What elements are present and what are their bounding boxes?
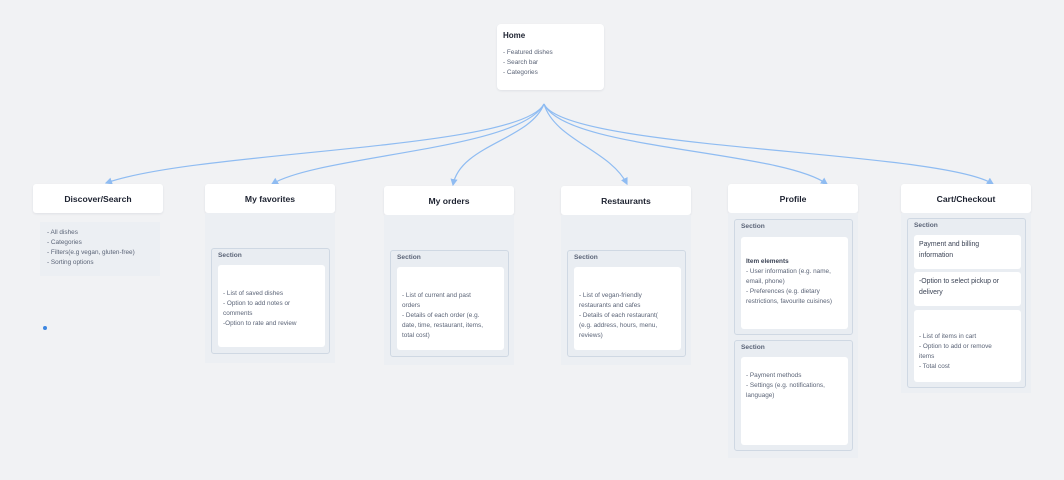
content-line: language) xyxy=(746,392,775,399)
edge-home-orders xyxy=(450,103,545,187)
orders-header[interactable]: My orders xyxy=(384,186,514,215)
content-line: total cost) xyxy=(402,332,430,339)
restaurants-content: - List of vegan-friendly restaurants and… xyxy=(574,267,681,350)
edge-home-profile xyxy=(543,103,828,185)
content-line: - Option to add or remove xyxy=(919,343,992,350)
section-label: Section xyxy=(914,222,938,229)
section-label: Section xyxy=(741,344,765,351)
discover-item: - Categories xyxy=(47,239,82,246)
cart-box-delivery: -Option to select pickup or delivery xyxy=(914,272,1021,306)
content-line: email, phone) xyxy=(746,278,785,285)
home-card[interactable]: Home - Featured dishes - Search bar - Ca… xyxy=(497,24,604,90)
content-line: (e.g. address, hours, menu, xyxy=(579,322,658,329)
section-label: Section xyxy=(397,254,421,261)
content-line: delivery xyxy=(919,289,943,296)
home-item: - Categories xyxy=(503,69,538,76)
profile-header[interactable]: Profile xyxy=(728,184,858,213)
profile-content-2: - Payment methods - Settings (e.g. notif… xyxy=(741,357,848,445)
orders-section: Section - List of current and past order… xyxy=(390,250,509,357)
content-line: information xyxy=(919,252,954,259)
content-line: reviews) xyxy=(579,332,603,339)
discover-item: - Sorting options xyxy=(47,259,94,266)
home-title: Home xyxy=(503,31,526,40)
content-line: - Details of each restaurant( xyxy=(579,312,658,319)
home-item: - Search bar xyxy=(503,59,539,66)
favorites-header[interactable]: My favorites xyxy=(205,184,335,213)
discover-panel xyxy=(40,222,160,276)
content-line: date, time, restaurant, items, xyxy=(402,322,483,329)
cart-section: Section Payment and billing information … xyxy=(907,218,1026,388)
profile-section-2: Section - Payment methods - Settings (e.… xyxy=(734,340,853,451)
edge-home-cart xyxy=(543,103,995,185)
section-label: Section xyxy=(218,252,242,259)
content-line: -Option to rate and review xyxy=(223,320,297,327)
section-label: Section xyxy=(574,254,598,261)
cart-box-items: - List of items in cart - Option to add … xyxy=(914,310,1021,382)
content-line: - List of items in cart xyxy=(919,333,977,340)
home-item: - Featured dishes xyxy=(503,49,553,56)
content-line: - Preferences (e.g. dietary xyxy=(746,288,820,295)
discover-header[interactable]: Discover/Search xyxy=(33,184,163,213)
section-label: Section xyxy=(741,223,765,230)
edge-home-restaurants xyxy=(543,103,628,186)
content-line: - Option to add notes or xyxy=(223,300,291,307)
content-line: Payment and billing xyxy=(919,241,980,248)
content-line: - User information (e.g. name, xyxy=(746,268,831,275)
profile-content-1: Item elements - User information (e.g. n… xyxy=(741,237,848,329)
content-line: - Total cost xyxy=(919,363,950,370)
content-line: orders xyxy=(402,302,421,309)
content-line: - List of saved dishes xyxy=(223,290,284,297)
favorites-content: - List of saved dishes - Option to add n… xyxy=(218,265,325,347)
content-line: - List of vegan-friendly xyxy=(579,292,642,299)
content-line: -Option to select pickup or xyxy=(919,278,1000,285)
content-line: - List of current and past xyxy=(402,292,471,299)
content-line: - Details of each order (e.g. xyxy=(402,312,480,319)
edge-home-discover xyxy=(104,103,545,185)
content-line: comments xyxy=(223,310,253,317)
content-line: - Settings (e.g. notifications, xyxy=(746,382,825,389)
content-heading: Item elements xyxy=(746,258,789,265)
favorites-section: Section - List of saved dishes - Option … xyxy=(211,248,330,354)
restaurants-section: Section - List of vegan-friendly restaur… xyxy=(567,250,686,357)
discover-list: - All dishes - Categories - Filters(e.g … xyxy=(47,228,135,268)
content-line: items xyxy=(919,353,935,360)
restaurants-header[interactable]: Restaurants xyxy=(561,186,691,215)
content-line: - Payment methods xyxy=(746,372,802,379)
content-line: restaurants and cafes xyxy=(579,302,641,309)
edge-home-favorites xyxy=(270,103,545,185)
content-line: restrictions, favourite cuisines) xyxy=(746,298,832,305)
discover-item: - All dishes xyxy=(47,229,78,236)
discover-item: - Filters(e.g vegan, gluten-free) xyxy=(47,249,135,256)
profile-section-1: Section Item elements - User information… xyxy=(734,219,853,335)
cart-box-payment: Payment and billing information xyxy=(914,235,1021,269)
bullet-dot xyxy=(43,326,47,330)
cart-header[interactable]: Cart/Checkout xyxy=(901,184,1031,213)
orders-content: - List of current and past orders - Deta… xyxy=(397,267,504,350)
